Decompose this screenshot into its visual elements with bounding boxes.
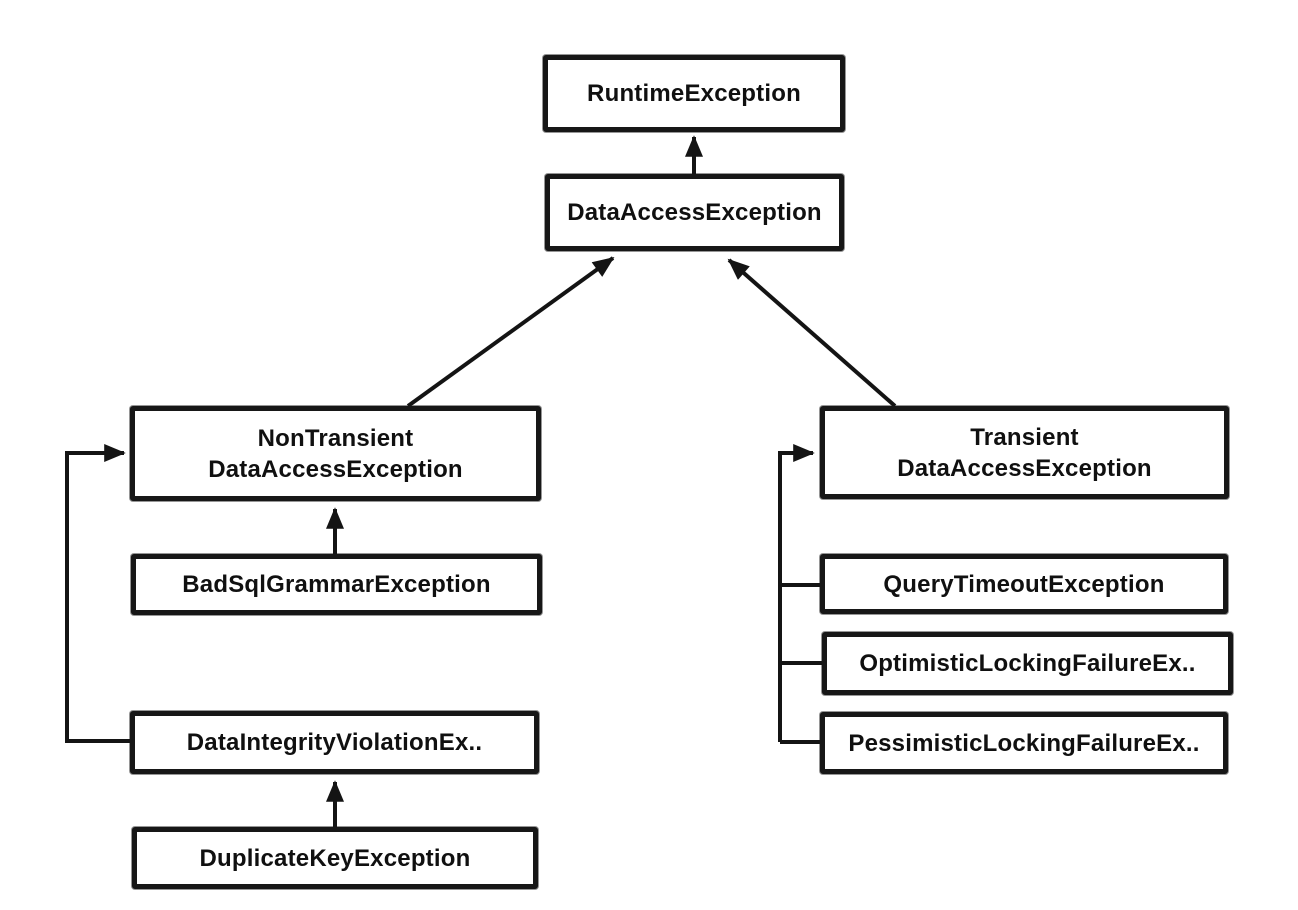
node-transient-data-access-exception: Transient DataAccessException [820, 406, 1229, 499]
node-optimistic-locking-failure-exception: OptimisticLockingFailureEx.. [822, 632, 1233, 695]
node-label: OptimisticLockingFailureEx.. [859, 650, 1196, 677]
node-non-transient-data-access-exception: NonTransient DataAccessException [130, 406, 541, 501]
node-runtime-exception: RuntimeException [543, 55, 845, 132]
node-label-line1: Transient [970, 423, 1079, 451]
node-query-timeout-exception: QueryTimeoutException [820, 554, 1228, 614]
node-data-integrity-violation-exception: DataIntegrityViolationEx.. [130, 711, 539, 774]
node-label: DataIntegrityViolationEx.. [186, 729, 483, 756]
node-label: BadSqlGrammarException [182, 571, 491, 598]
node-bad-sql-grammar-exception: BadSqlGrammarException [131, 554, 542, 615]
node-data-access-exception: DataAccessException [545, 174, 844, 251]
node-duplicate-key-exception: DuplicateKeyException [132, 827, 538, 889]
node-label-line1: NonTransient [257, 424, 414, 452]
node-label: RuntimeException [587, 80, 801, 107]
node-pessimistic-locking-failure-exception: PessimisticLockingFailureEx.. [820, 712, 1228, 774]
node-label: QueryTimeoutException [883, 570, 1165, 598]
edge-trunk-to-transient [778, 444, 815, 742]
edge-nontransient-to-dataaccess [406, 256, 615, 408]
node-label: DataAccessException [567, 199, 822, 226]
edge-transient-to-dataaccess [727, 258, 897, 408]
edge-dataintegrity-to-nontransient [65, 444, 130, 743]
node-label-line2: DataAccessException [897, 454, 1152, 482]
node-label-line2: DataAccessException [208, 455, 463, 483]
node-label: DuplicateKeyException [199, 844, 471, 872]
node-label: PessimisticLockingFailureEx.. [848, 729, 1200, 757]
